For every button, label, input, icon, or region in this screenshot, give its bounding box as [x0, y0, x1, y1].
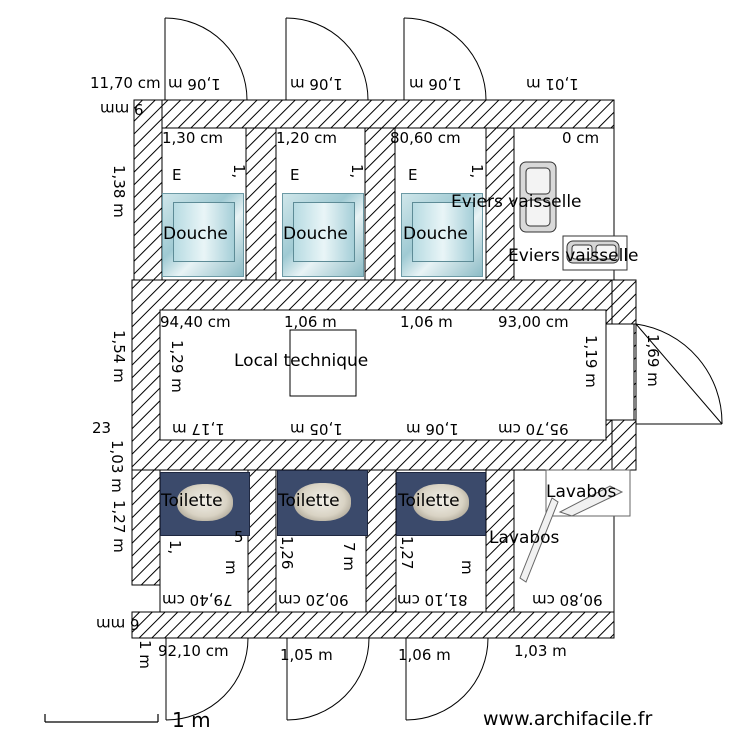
dim-top-5: 1,01 m	[526, 75, 579, 93]
dim-small-1b: 1,	[348, 164, 366, 179]
dim-wc-h2: 1,26	[278, 536, 296, 570]
dim-wc-5: 5	[234, 528, 244, 546]
toilet-fixture-2	[277, 470, 368, 536]
room-label-douche-3: Douche	[403, 224, 468, 244]
toilet-fixture-1	[160, 472, 250, 536]
dim-top-left: 9 mm	[100, 100, 144, 118]
dim-wc-7: 7 m	[340, 542, 358, 571]
dim-mid-3: 1,06 m	[400, 313, 453, 331]
dim-top-3: 1,06 m	[290, 75, 343, 93]
dim-mid-4: 93,00 cm	[498, 313, 569, 331]
dim-shower-3: 80,60 cm	[390, 129, 461, 147]
room-label-douche-1: Douche	[163, 224, 228, 244]
eviers-fixtures	[519, 161, 628, 271]
dim-bot-3: 1,06 m	[398, 646, 451, 664]
shower-fixture-3	[401, 193, 483, 277]
toilet-fixture-3	[396, 472, 486, 536]
dim-bot-1: 92,10 cm	[158, 642, 229, 660]
doors	[164, 17, 723, 721]
dim-shower-4: 0 cm	[562, 129, 600, 147]
dim-wc-h3: 1,27	[398, 536, 416, 570]
right-passage	[605, 323, 635, 421]
dim-shower-2: 1,20 cm	[276, 129, 338, 147]
dim-shower-1: 1,30 cm	[162, 129, 224, 147]
dim-mid-2: 1,06 m	[284, 313, 337, 331]
room-label-douche-2: Douche	[283, 224, 348, 244]
shower-fixture-2	[282, 193, 364, 277]
dim-bot-left-a: 6 mm	[96, 615, 140, 633]
dim-wc-1: 79,40 cm	[162, 591, 233, 609]
shower-fixture-1	[162, 193, 244, 277]
dim-top-4: 1,06 m	[409, 75, 462, 93]
dim-low-3: 1,06 m	[406, 420, 459, 438]
room-label-lavabos-1: Lavabos	[546, 482, 617, 502]
dim-wc-3: 81,10 cm	[397, 591, 468, 609]
dim-low-4: 95,70 cm	[498, 420, 569, 438]
room-label-toilette-1: Toilette	[161, 491, 223, 511]
dim-low-left: 23	[92, 419, 112, 437]
room-label-toilette-3: Toilette	[398, 491, 460, 511]
dim-wc-2: 90,20 cm	[278, 591, 349, 609]
technical-box	[289, 329, 357, 397]
scale-bar	[44, 714, 159, 723]
dim-top-1: 11,70 cm	[90, 74, 161, 92]
dim-left-1: 1,38 m	[110, 165, 128, 218]
dim-wc-m: m	[222, 560, 240, 575]
dim-small-E3: E	[408, 166, 418, 184]
dim-small-E2: E	[290, 166, 300, 184]
dim-tech-h1: 1,29 m	[168, 340, 186, 393]
dim-bot-left-b: 1 m	[136, 640, 154, 669]
dim-bot-4: 1,03 m	[514, 642, 567, 660]
dim-wc-h1: 1,	[166, 540, 184, 555]
room-label-toilette-2: Toilette	[278, 491, 340, 511]
room-label-eviers-1: Eviers vaisselle	[451, 192, 582, 212]
room-local-technique	[159, 309, 607, 441]
lavabos-fixtures	[519, 469, 631, 583]
room-label-local-technique: Local technique	[234, 351, 369, 371]
dim-wc-4: 90,80 cm	[532, 591, 603, 609]
dim-left-2: 1,54 m	[110, 330, 128, 383]
dim-left-3: 1,27 m	[110, 500, 128, 553]
dim-mid-1: 94,40 cm	[160, 313, 231, 331]
scale-label: 1 m	[172, 708, 211, 732]
dim-low-left-b: 1,03 m	[108, 440, 126, 493]
dim-small-E1: E	[172, 166, 182, 184]
room-label-lavabos-2: Lavabos	[489, 528, 560, 548]
dim-small-1c: 1,	[468, 164, 486, 179]
dim-top-2: 1,06 m	[168, 75, 221, 93]
dim-low-1: 1,17 m	[172, 420, 225, 438]
dim-small-1a: 1,	[230, 164, 248, 179]
room-label-eviers-2: Eviers vaisselle	[508, 246, 639, 266]
watermark: www.archifacile.fr	[483, 708, 653, 730]
dim-right-door: 1,69 m	[644, 334, 662, 387]
dim-wc-m2: m	[458, 560, 476, 575]
dim-tech-h2: 1,19 m	[582, 335, 600, 388]
dim-low-2: 1,05 m	[290, 420, 343, 438]
dim-bot-2: 1,05 m	[280, 646, 333, 664]
